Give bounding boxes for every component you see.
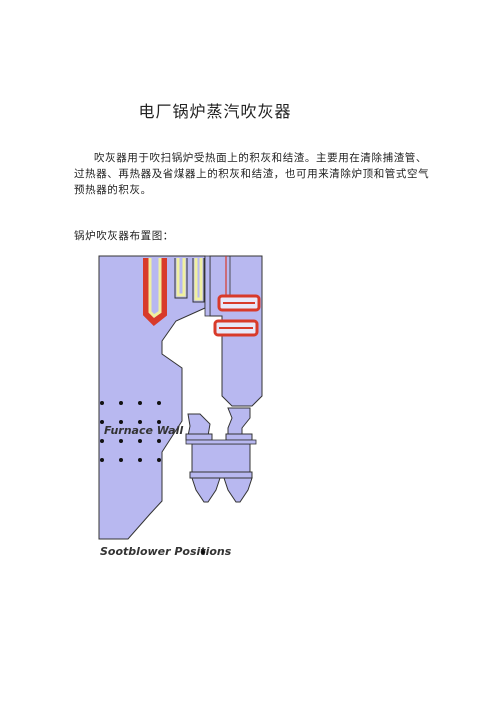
sootblower-positions-label: Sootblower Positions	[100, 545, 232, 558]
left-hopper	[187, 413, 211, 437]
economizer-tubes	[192, 258, 205, 303]
furnace-wall-label: Furnace Wall	[104, 424, 183, 437]
boiler-svg: Furnace Wall Sootblower Positions	[98, 255, 263, 558]
sootblower-dots	[100, 401, 161, 462]
backpass-divider	[204, 255, 211, 317]
furnace-body	[98, 255, 206, 540]
intro-paragraph: 吹灰器用于吹扫锅炉受热面上的积灰和结渣。主要用在清除捕渣管、过热器、再热器及省煤…	[74, 152, 430, 196]
superheater-tubes	[143, 258, 167, 327]
air-heater-box	[191, 443, 251, 473]
ash-hopper-left	[191, 477, 221, 503]
ash-hopper-right	[223, 477, 253, 503]
reheater-tubes	[174, 258, 188, 299]
boiler-diagram: Furnace Wall Sootblower Positions	[80, 246, 280, 576]
legend-dot	[200, 549, 206, 555]
page-title: 电厂锅炉蒸汽吹灰器	[138, 102, 292, 121]
diagram-caption: 锅炉吹灰器布置图：	[74, 230, 174, 242]
